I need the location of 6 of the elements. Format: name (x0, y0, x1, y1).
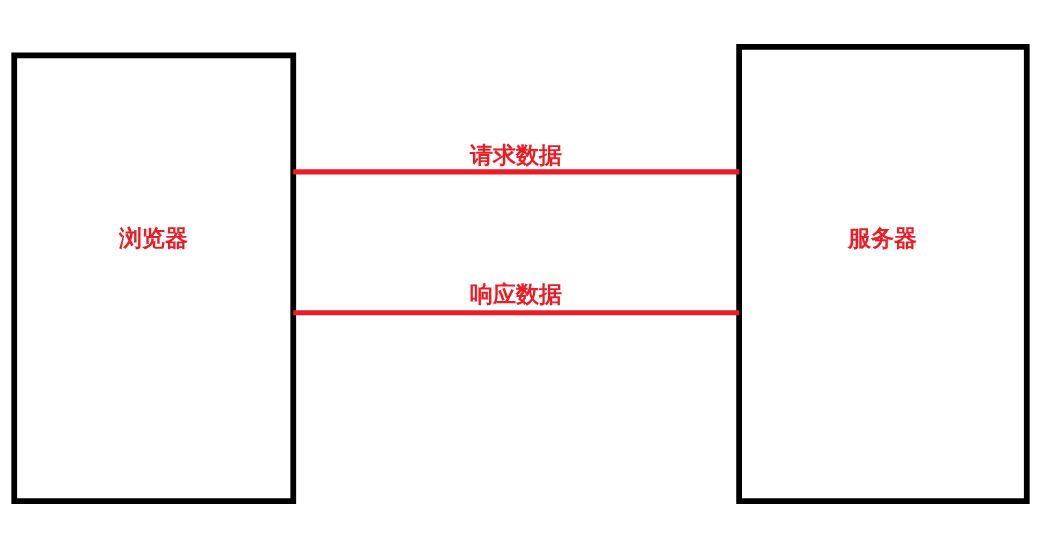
node-box: 浏览器 (11, 52, 297, 504)
edge-label: 请求数据 (470, 141, 563, 168)
edge-label: 响应数据 (470, 280, 563, 307)
connector (293, 309, 740, 315)
node-box: 服务器 (736, 43, 1030, 504)
connector (293, 168, 740, 174)
